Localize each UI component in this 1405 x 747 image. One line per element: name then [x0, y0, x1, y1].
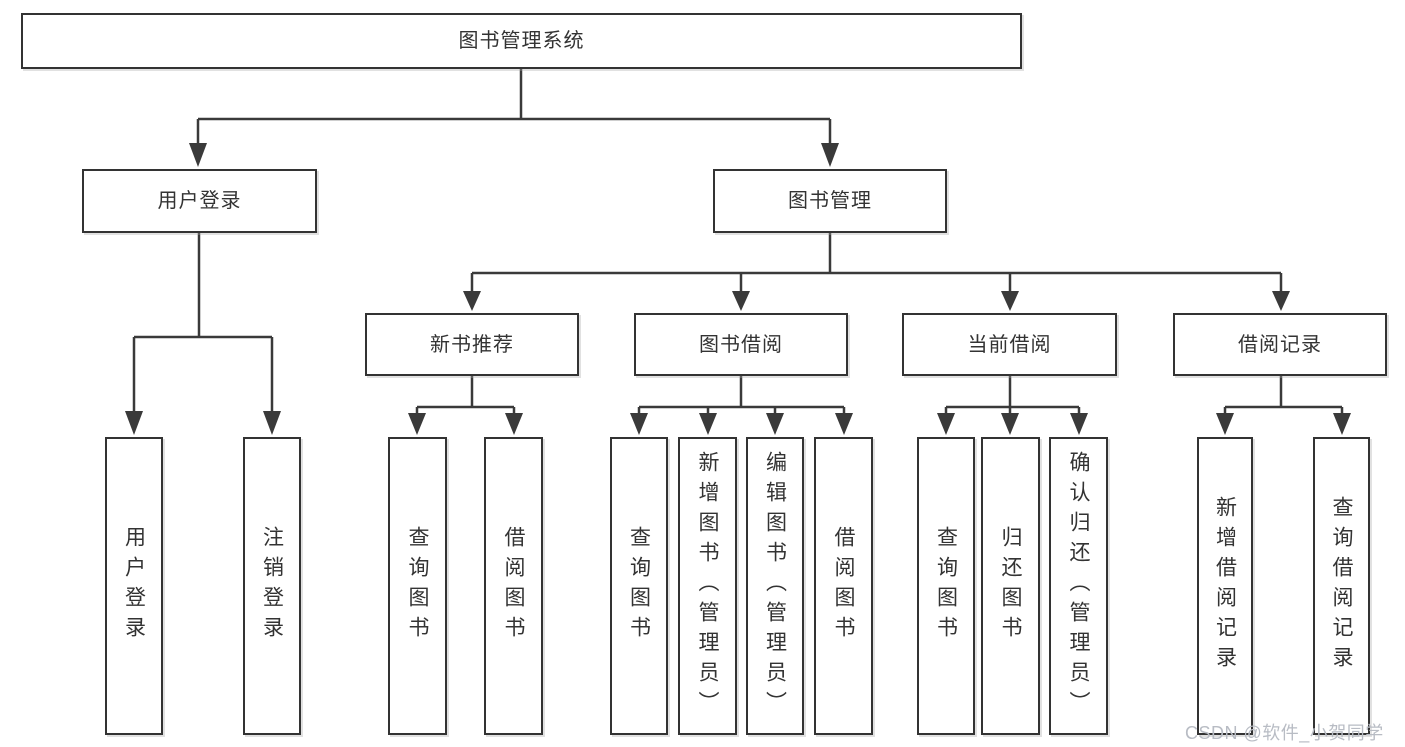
node-current-borrow: 当前借阅 — [902, 313, 1117, 376]
node-root-label: 图书管理系统 — [458, 30, 585, 52]
node-book-management: 图书管理 — [713, 169, 947, 233]
leaf-query-books-2: 查询图书 — [610, 437, 668, 735]
connector-lines — [132, 68, 1344, 415]
node-book-borrow-label: 图书借阅 — [699, 333, 783, 356]
leaf-add-borrow-record-label: 新增借阅记录 — [1213, 496, 1237, 676]
leaf-user-login: 用户登录 — [105, 437, 163, 735]
leaf-query-books-1: 查询图书 — [388, 437, 447, 735]
node-current-borrow-label: 当前借阅 — [967, 333, 1052, 356]
leaf-edit-books-admin: 编辑图书（管理员） — [746, 437, 804, 735]
leaf-borrow-books-1: 借阅图书 — [484, 437, 543, 735]
node-borrow-records-label: 借阅记录 — [1238, 333, 1322, 356]
leaf-return-books: 归还图书 — [981, 437, 1040, 735]
leaf-query-borrow-record: 查询借阅记录 — [1313, 437, 1370, 735]
leaf-edit-books-admin-label: 编辑图书（管理员） — [763, 451, 787, 721]
leaf-query-books-3: 查询图书 — [917, 437, 975, 735]
leaf-query-books-3-label: 查询图书 — [934, 526, 958, 646]
node-root: 图书管理系统 — [21, 13, 1022, 69]
node-user-login-label: 用户登录 — [157, 190, 242, 212]
leaf-logout: 注销登录 — [243, 437, 301, 735]
leaf-borrow-books-2-label: 借阅图书 — [832, 526, 855, 646]
node-user-login: 用户登录 — [82, 169, 317, 233]
leaf-logout-label: 注销登录 — [260, 526, 284, 646]
node-book-management-label: 图书管理 — [788, 190, 872, 212]
watermark: CSDN @软件_小贺同学 — [1185, 723, 1384, 743]
leaf-return-books-label: 归还图书 — [999, 526, 1022, 646]
node-borrow-records: 借阅记录 — [1173, 313, 1387, 376]
leaf-borrow-books-1-label: 借阅图书 — [502, 526, 525, 646]
leaf-confirm-return-admin: 确认归还（管理员） — [1049, 437, 1108, 735]
leaf-query-borrow-record-label: 查询借阅记录 — [1330, 496, 1353, 676]
leaf-query-books-1-label: 查询图书 — [406, 526, 429, 646]
leaf-add-books-admin: 新增图书（管理员） — [678, 437, 737, 735]
node-new-book-recommend-label: 新书推荐 — [430, 333, 514, 356]
leaf-user-login-label: 用户登录 — [122, 526, 146, 646]
leaf-query-books-2-label: 查询图书 — [627, 526, 651, 646]
leaf-add-books-admin-label: 新增图书（管理员） — [696, 451, 719, 721]
leaf-confirm-return-admin-label: 确认归还（管理员） — [1067, 451, 1090, 721]
leaf-borrow-books-2: 借阅图书 — [814, 437, 873, 735]
node-new-book-recommend: 新书推荐 — [365, 313, 579, 376]
node-book-borrow: 图书借阅 — [634, 313, 848, 376]
leaf-add-borrow-record: 新增借阅记录 — [1197, 437, 1253, 735]
